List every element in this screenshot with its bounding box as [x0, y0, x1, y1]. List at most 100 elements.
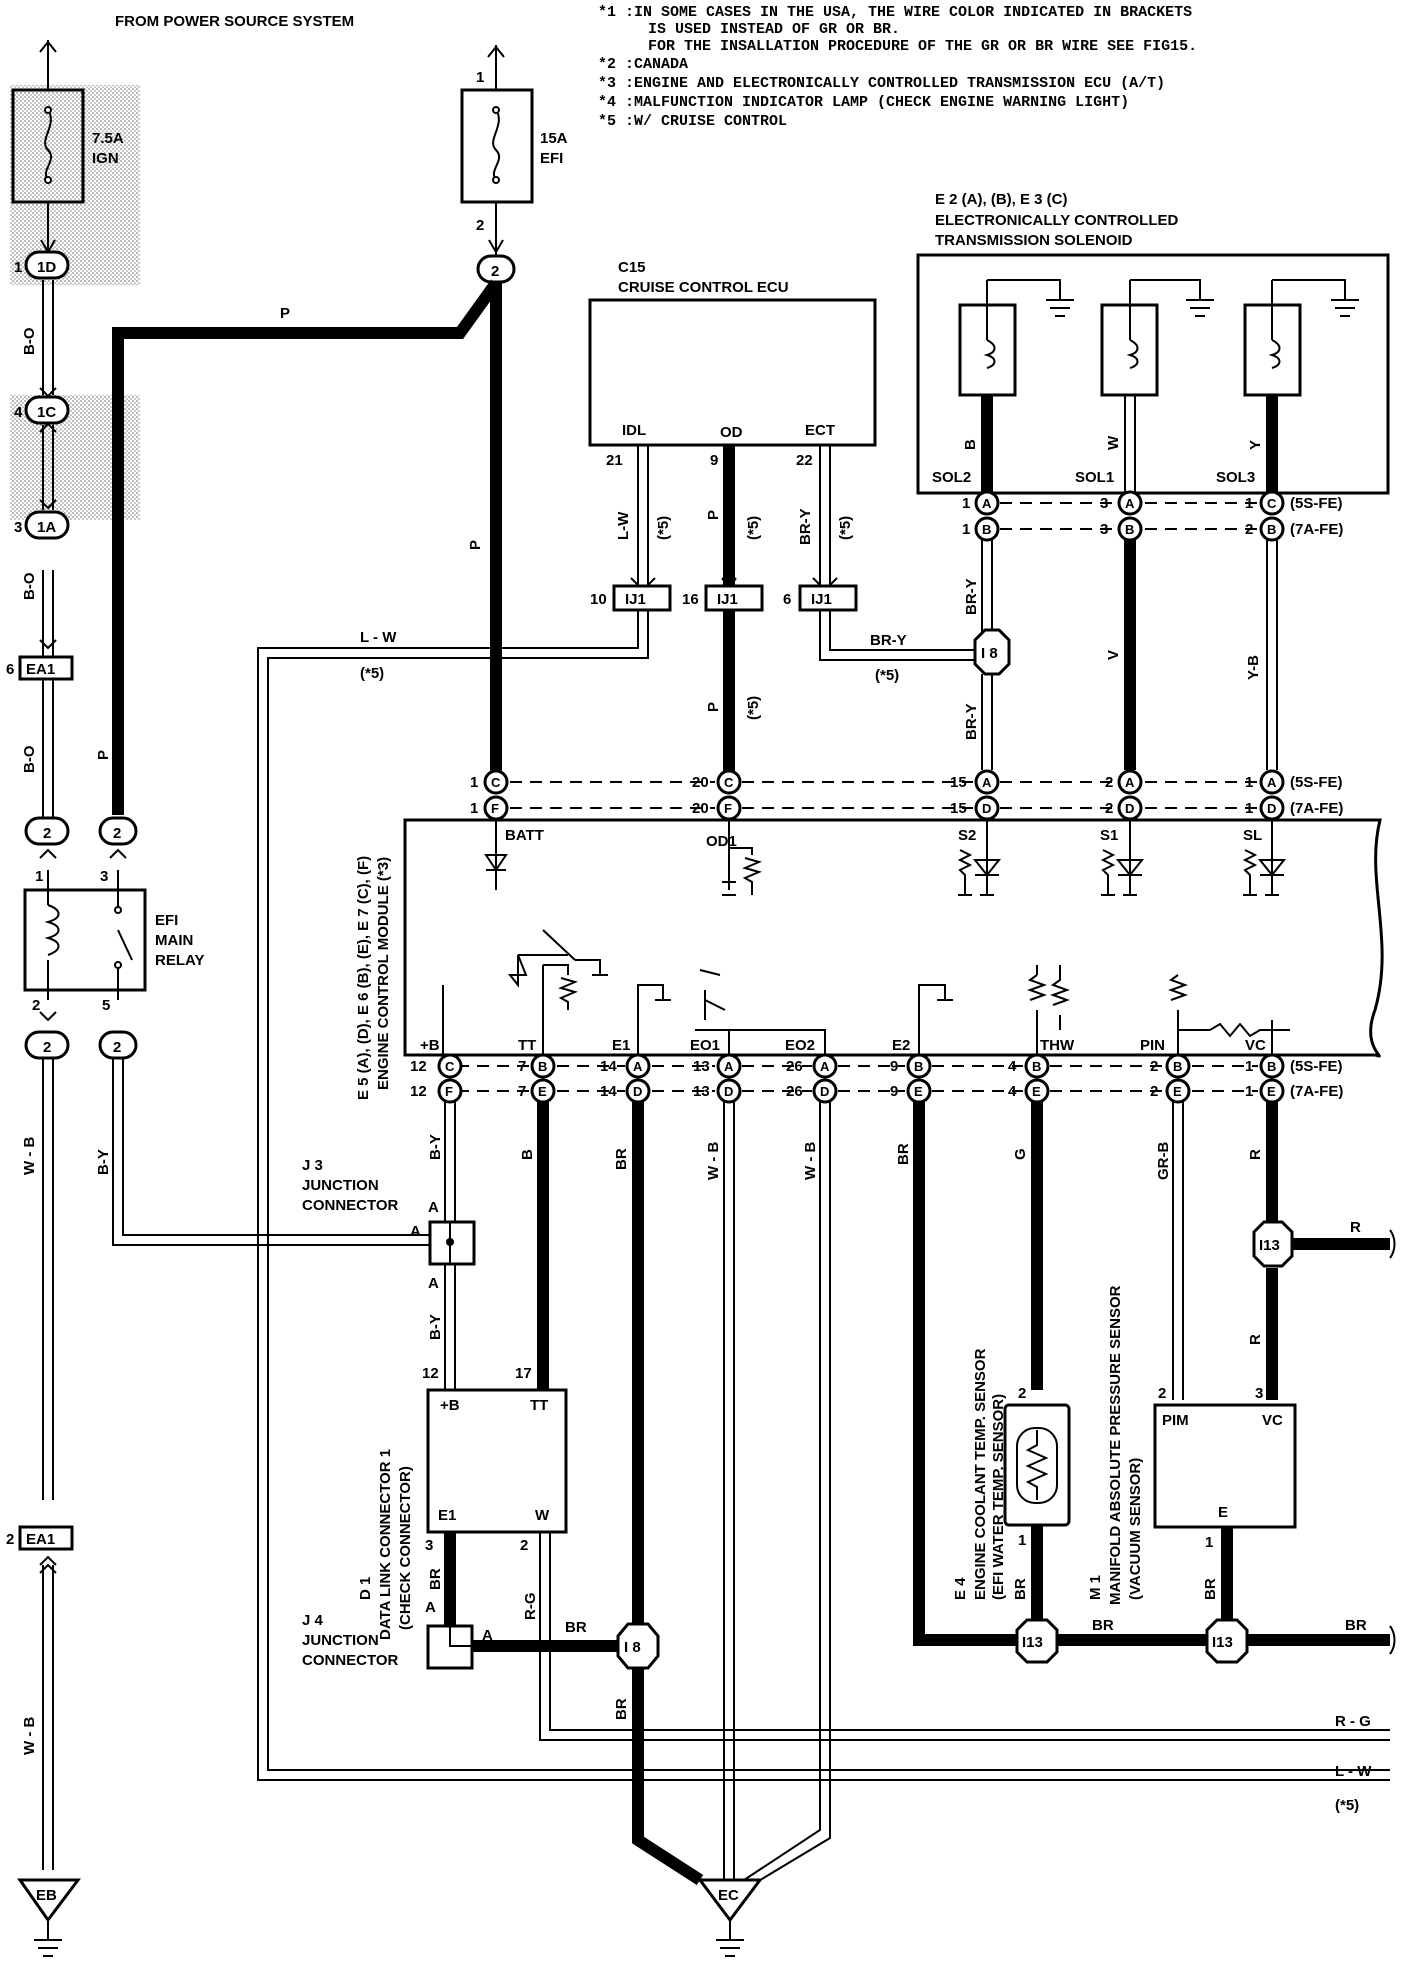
wire-p-left: P	[95, 750, 112, 760]
solenoid-name-1: ELECTRONICALLY CONTROLLED	[935, 212, 1179, 229]
svg-text:A: A	[428, 1199, 439, 1216]
svg-text:14: 14	[600, 1058, 617, 1075]
ij1-b: IJ1	[717, 591, 738, 608]
wire-by-2: B-Y	[427, 1134, 444, 1160]
svg-text:C: C	[724, 775, 734, 790]
wire-bry-sol-b: BR-Y	[963, 703, 980, 740]
ecm-pin-sl: SL	[1243, 827, 1262, 844]
svg-text:F: F	[491, 801, 499, 816]
wire-bry-ij1: BR-Y	[870, 632, 907, 649]
efi-fuse-rating: 15A	[540, 130, 568, 147]
svg-text:4: 4	[1008, 1058, 1017, 1075]
svg-text:D: D	[633, 1084, 642, 1099]
svg-text:D: D	[1125, 801, 1134, 816]
svg-text:2: 2	[32, 997, 40, 1014]
d1-pin-e1: E1	[438, 1507, 456, 1524]
c15-name: CRUISE CONTROL ECU	[618, 279, 789, 296]
svg-text:A: A	[820, 1059, 830, 1074]
ecm-pin-plusb: +B	[420, 1037, 440, 1054]
efi-fuse-name: EFI	[540, 150, 563, 167]
ic-connector: 1C	[37, 404, 56, 421]
svg-text:E: E	[1032, 1084, 1041, 1099]
ecm-label-2: ENGINE CONTROL MODULE (*3)	[375, 857, 392, 1090]
svg-text:2: 2	[1245, 521, 1253, 538]
svg-text:1: 1	[14, 259, 22, 276]
wire-br-m1: BR	[1202, 1578, 1219, 1600]
ec-label: EC	[718, 1887, 739, 1904]
wire-bo-2: B-O	[21, 572, 38, 600]
wire-br-j4: BR	[565, 1619, 587, 1636]
svg-text:A: A	[982, 496, 992, 511]
svg-text:A: A	[724, 1059, 734, 1074]
ecm-label-1: E 5 (A), (D), E 6 (B), (E), E 7 (C), (F)	[355, 856, 372, 1100]
svg-text:A: A	[1125, 775, 1135, 790]
wire-br-mid: BR	[1092, 1617, 1114, 1634]
svg-text:B: B	[982, 522, 991, 537]
ia-connector: 1A	[37, 519, 56, 536]
note-1: *1 :IN SOME CASES IN THE USA, THE WIRE C…	[598, 4, 1192, 21]
m1-pin-e: E	[1218, 1504, 1228, 1521]
svg-text:1: 1	[476, 69, 484, 86]
relay-name-2: MAIN	[155, 932, 193, 949]
svg-text:6: 6	[783, 591, 791, 608]
ec-ground	[697, 1878, 763, 1923]
ecm-pin-s1: S1	[1100, 827, 1118, 844]
wire-p-ecu: P	[705, 510, 722, 520]
note-1c: FOR THE INSALLATION PROCEDURE OF THE GR …	[648, 38, 1197, 55]
svg-text:1: 1	[1245, 1083, 1253, 1100]
transmission-solenoid: E 2 (A), (B), E 3 (C) ELECTRONICALLY CON…	[916, 191, 1390, 495]
wire-br-right: BR	[1345, 1617, 1367, 1634]
svg-text:13: 13	[693, 1083, 710, 1100]
sol-wire-w: W	[1105, 435, 1122, 450]
ecm-pin-pin: PIN	[1140, 1037, 1165, 1054]
svg-text:2: 2	[1018, 1385, 1026, 1402]
i8-top	[973, 628, 1011, 676]
notes-block: *1 :IN SOME CASES IN THE USA, THE WIRE C…	[598, 4, 1197, 130]
svg-text:A: A	[1125, 496, 1135, 511]
svg-text:10: 10	[590, 591, 607, 608]
m1-label-2: MANIFOLD ABSOLUTE PRESSURE SENSOR	[1107, 1285, 1124, 1605]
wire-b-tt: B	[519, 1149, 536, 1160]
svg-text:5: 5	[102, 997, 110, 1014]
note-2: *2 :CANADA	[598, 56, 688, 73]
sol-pin-sol3: SOL3	[1216, 469, 1255, 486]
wire-rg-d1: R-G	[522, 1593, 539, 1621]
i13-right-label: I13	[1212, 1634, 1233, 1651]
wire-lw-left: L - W	[360, 629, 397, 646]
svg-text:A: A	[982, 775, 992, 790]
svg-text:B: B	[538, 1059, 547, 1074]
solenoid-connector-rows: AB AB CB 11 33 12 (5S-FE) (7A-FE) BR-Y I…	[962, 490, 1343, 770]
svg-text:2: 2	[1105, 800, 1113, 817]
ea1-connector-top: EA1	[26, 661, 55, 678]
ij1-c: IJ1	[811, 591, 832, 608]
ec-ground-group: EC	[697, 1878, 763, 1957]
svg-text:E: E	[538, 1084, 547, 1099]
sol-pin-sol2: SOL2	[932, 469, 971, 486]
ecm-pin-eo2: EO2	[785, 1037, 815, 1054]
variant-5sfe-b: (5S-FE)	[1290, 774, 1343, 791]
variant-7afe-b: (7A-FE)	[1290, 800, 1343, 817]
wire-r-3: R	[1350, 1219, 1361, 1236]
svg-text:1: 1	[962, 495, 970, 512]
e4-label-1: E 4	[952, 1577, 969, 1600]
engine-control-module: E 5 (A), (D), E 6 (B), (E), E 7 (C), (F)…	[355, 818, 1384, 1100]
svg-text:26: 26	[786, 1083, 803, 1100]
solenoid-id: E 2 (A), (B), E 3 (C)	[935, 191, 1068, 208]
j3-name-1: JUNCTION	[302, 1177, 379, 1194]
wire-star5-a: (*5)	[655, 516, 672, 540]
svg-text:E: E	[1267, 1084, 1276, 1099]
svg-text:22: 22	[796, 452, 813, 469]
svg-text:1: 1	[1245, 1058, 1253, 1075]
svg-text:2: 2	[520, 1537, 528, 1554]
svg-text:A: A	[425, 1599, 436, 1616]
svg-text:26: 26	[786, 1058, 803, 1075]
variant-5sfe-a: (5S-FE)	[1290, 495, 1343, 512]
wire-bo-3: B-O	[21, 745, 38, 773]
svg-text:20: 20	[692, 774, 709, 791]
svg-text:2: 2	[6, 1531, 14, 1548]
svg-text:7: 7	[518, 1058, 526, 1075]
j3-name-2: CONNECTOR	[302, 1197, 399, 1214]
sol-wire-b: B	[962, 439, 979, 450]
variant-7afe-a: (7A-FE)	[1290, 521, 1343, 538]
